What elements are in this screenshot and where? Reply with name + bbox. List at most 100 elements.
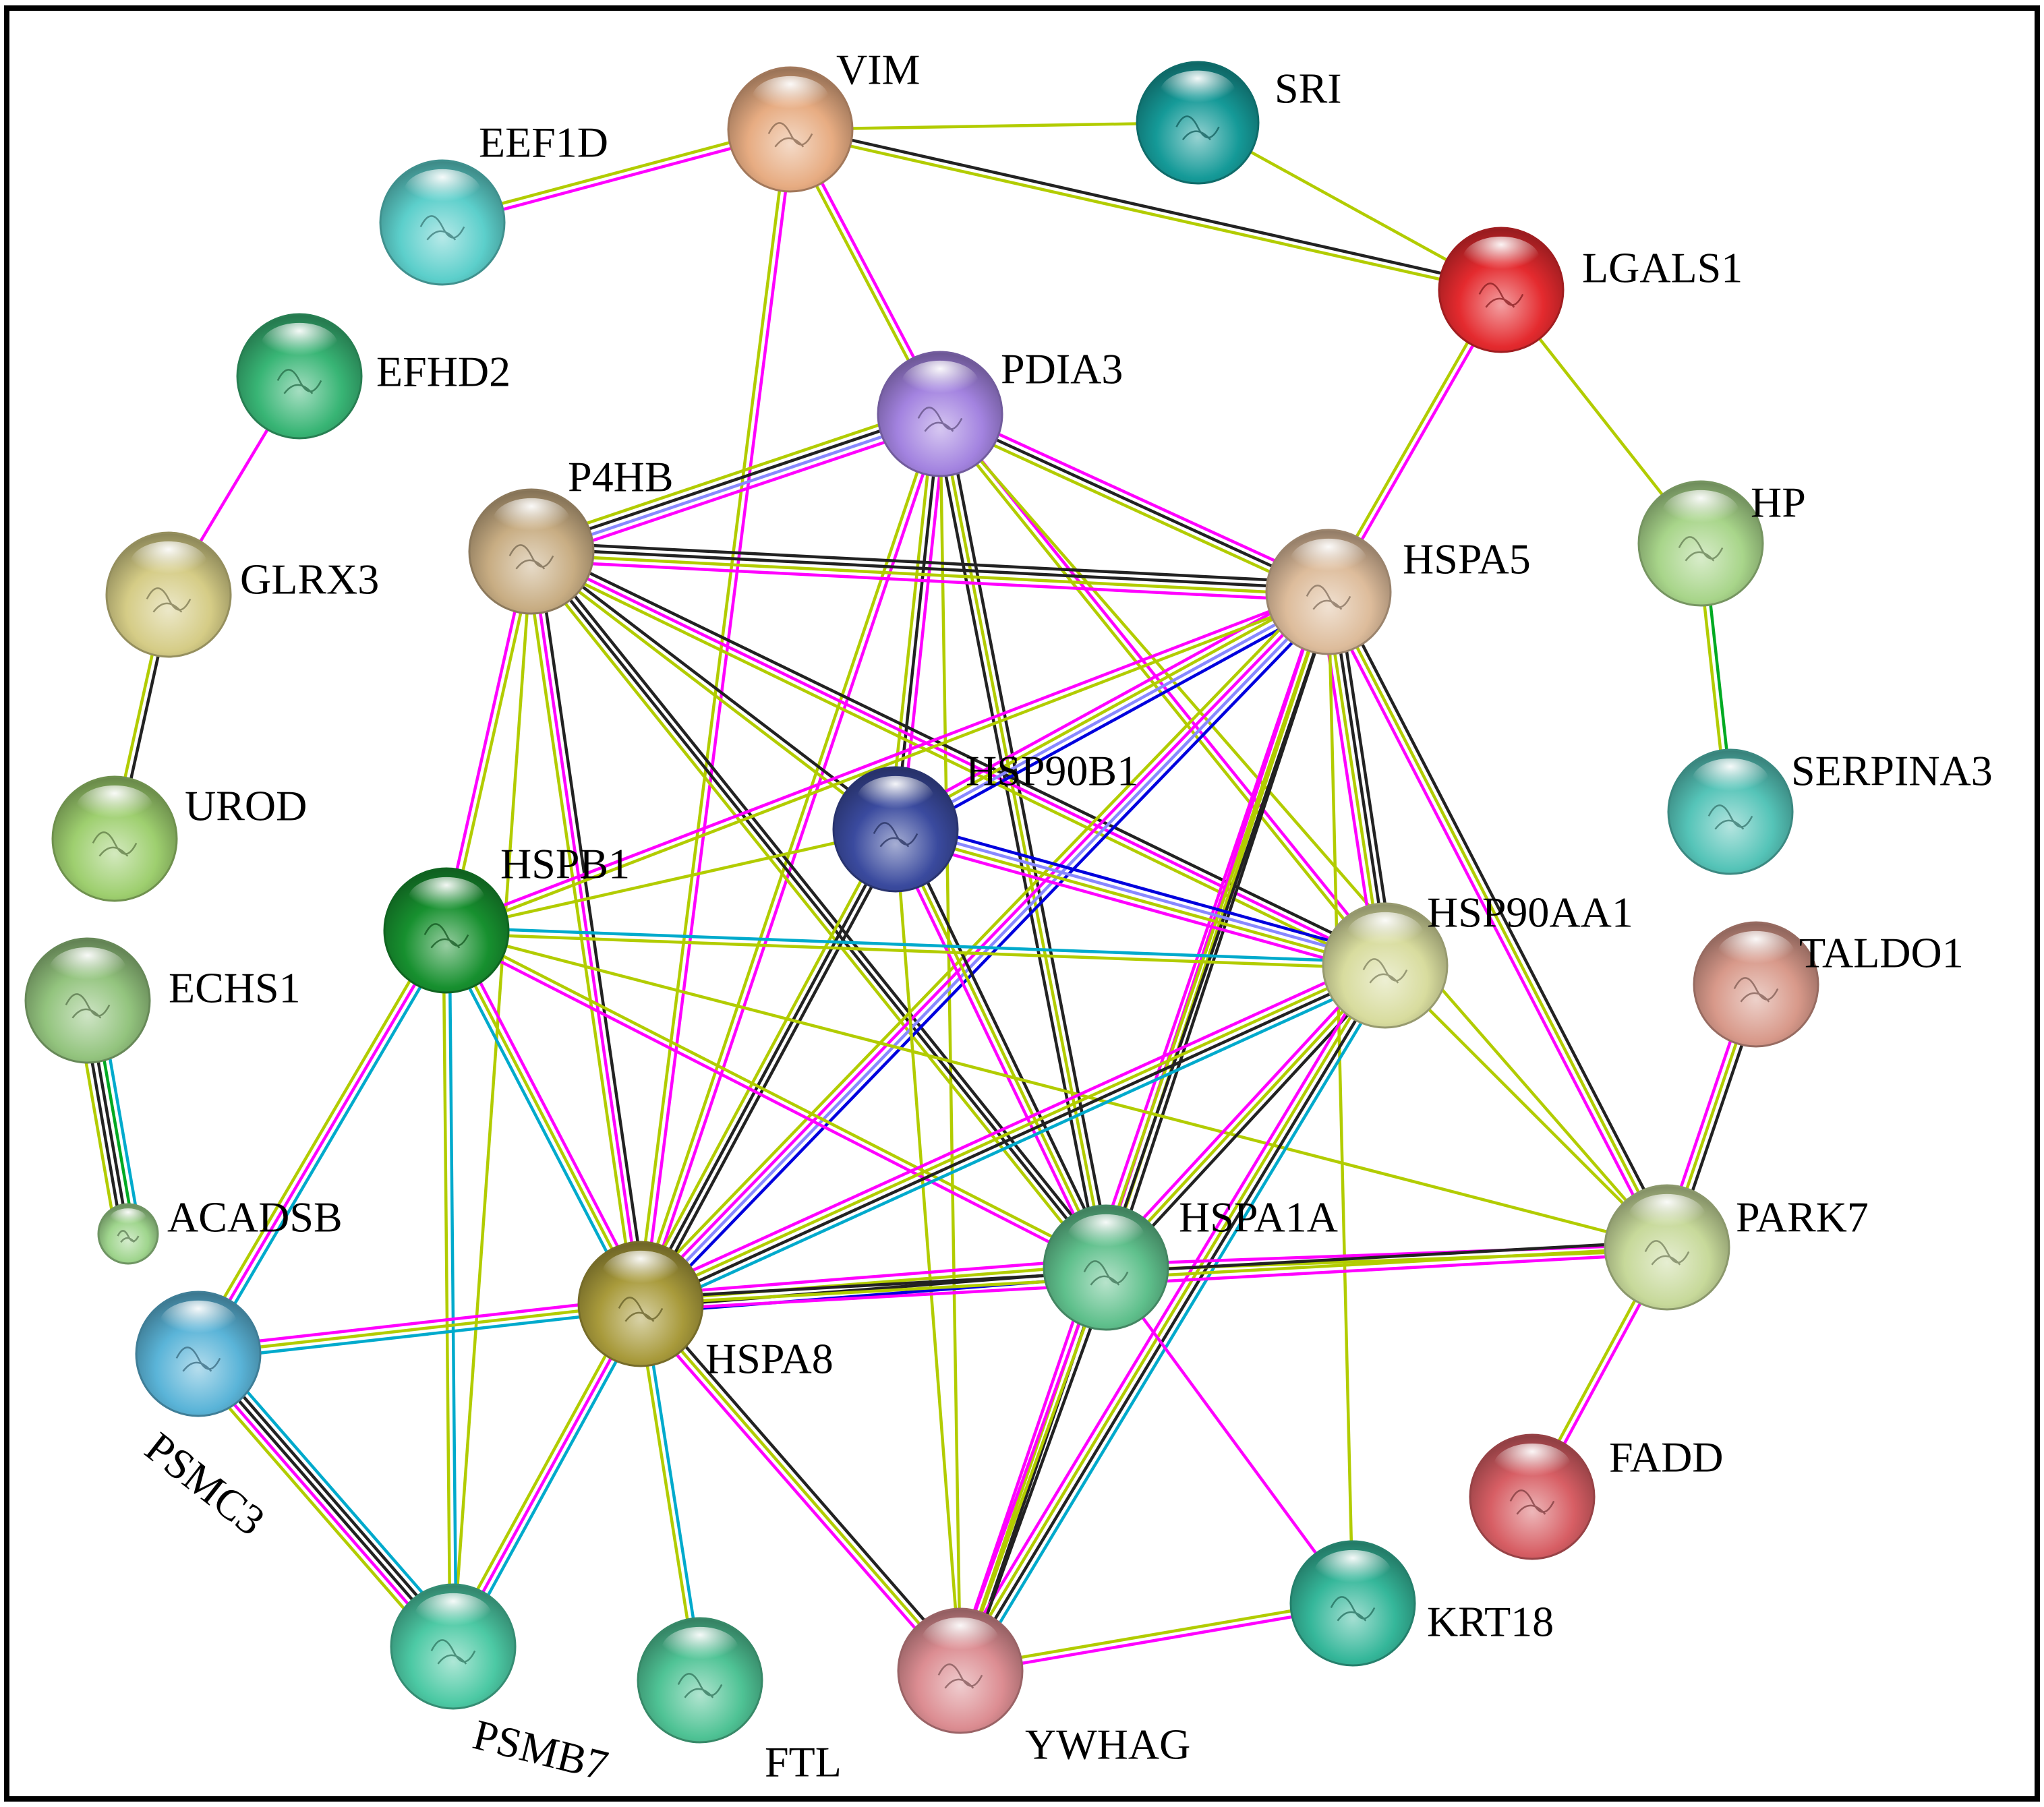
edge-line-textmining — [527, 404, 938, 545]
node-glrx3[interactable]: GLRX3 — [105, 531, 379, 658]
edge-line-experiments — [531, 550, 1386, 968]
edge-line-experiments — [888, 831, 1102, 1271]
edge-psmc3-psmb7 — [187, 1344, 464, 1656]
edge-line-textmining — [639, 1303, 962, 1672]
node-label-echs1: ECHS1 — [169, 964, 301, 1012]
edge-line-textmining — [192, 926, 443, 1352]
node-park7[interactable]: PARK7 — [1604, 1184, 1869, 1311]
node-hspb1[interactable]: HSPB1 — [383, 840, 630, 994]
edge-line-experiments — [533, 421, 944, 562]
edge-hspb1-park7 — [446, 928, 1668, 1249]
node-highlight — [1462, 236, 1540, 282]
edge-hspa8-psmc3 — [197, 1296, 642, 1362]
node-efhd2[interactable]: EFHD2 — [236, 313, 510, 440]
protein-structure-icon — [175, 1346, 221, 1372]
node-highlight — [1346, 912, 1424, 957]
edge-line-coexpression — [529, 409, 940, 550]
node-highlight — [76, 785, 154, 831]
node-p4hb[interactable]: P4HB — [468, 453, 674, 615]
node-fadd[interactable]: FADD — [1469, 1433, 1724, 1560]
edge-line-textmining — [938, 413, 962, 1671]
edge-line-experiments — [635, 1307, 957, 1676]
edge-line-coexpression — [964, 1269, 1113, 1673]
edge-vim-lgals1 — [789, 125, 1502, 295]
edge-line-binding — [899, 598, 1334, 839]
node-highlight — [1160, 70, 1235, 115]
node-hsp90aa1[interactable]: HSP90AA1 — [1322, 889, 1633, 1029]
node-taldo1[interactable]: TALDO1 — [1693, 921, 1964, 1048]
edge-line-coexpression — [932, 415, 1102, 1270]
edge-line-experiments — [960, 1605, 1354, 1676]
node-highlight — [1314, 1549, 1392, 1595]
edge-pdia3-park7 — [939, 413, 1668, 1249]
node-highlight — [602, 1250, 680, 1296]
edge-line-binding — [897, 819, 1389, 959]
node-label-hspb1: HSPB1 — [500, 840, 630, 888]
node-vim[interactable]: VIM — [727, 46, 920, 193]
node-ftl[interactable]: FTL — [637, 1617, 842, 1786]
node-hsp90b1[interactable]: HSP90B1 — [832, 747, 1138, 893]
edge-hspa5-park7 — [1322, 588, 1674, 1251]
edge-hspa5-hspb1 — [444, 587, 1331, 935]
node-acadsb[interactable]: ACADSB — [97, 1193, 343, 1265]
protein-structure-icon — [1478, 283, 1524, 308]
node-krt18[interactable]: KRT18 — [1289, 1540, 1554, 1667]
edge-line-textmining — [446, 932, 1385, 970]
edge-line-coexpression — [532, 547, 899, 829]
edge-line-coexpression — [197, 1353, 455, 1648]
node-label-fadd: FADD — [1609, 1433, 1724, 1481]
edge-hsp90aa1-ywhag — [951, 959, 1395, 1677]
protein-structure-icon — [1175, 115, 1220, 141]
protein-structure-icon — [1306, 585, 1351, 610]
edge-line-textmining — [448, 552, 536, 932]
node-highlight — [751, 76, 829, 121]
edge-line-experiments — [900, 414, 948, 831]
edge-line-textmining — [446, 593, 1331, 935]
node-highlight — [1662, 490, 1740, 535]
edge-line-experiments — [197, 1296, 641, 1350]
node-lgals1[interactable]: LGALS1 — [1438, 227, 1743, 353]
edge-line-coexpression — [790, 125, 1502, 289]
node-hspa1a[interactable]: HSPA1A — [1043, 1193, 1338, 1331]
edge-hspa8-ywhag — [635, 1299, 966, 1676]
node-hspa5[interactable]: HSPA5 — [1265, 529, 1531, 655]
edge-line-textmining — [446, 928, 1668, 1249]
node-label-glrx3: GLRX3 — [240, 556, 379, 603]
node-highlight — [921, 1617, 999, 1663]
node-highlight — [1717, 930, 1795, 976]
edge-hspa8-psmb7 — [446, 1300, 647, 1651]
edge-line-textmining — [956, 963, 1384, 1670]
edge-line-databases — [457, 1306, 647, 1651]
node-hspa8[interactable]: HSPA8 — [577, 1241, 834, 1383]
node-sri[interactable]: SRI — [1136, 61, 1342, 185]
edge-line-coexpression — [535, 550, 649, 1304]
edge-line-textmining — [1327, 591, 1668, 1249]
edge-line-textmining — [633, 585, 1323, 1299]
edge-line-coexpression — [202, 1349, 459, 1644]
protein-structure-icon — [1509, 1489, 1555, 1515]
edge-line-coexpression — [531, 541, 1329, 585]
node-serpina3[interactable]: SERPINA3 — [1667, 747, 1993, 875]
node-pdia3[interactable]: PDIA3 — [877, 345, 1123, 477]
node-echs1[interactable]: ECHS1 — [24, 937, 301, 1064]
protein-structure-icon — [419, 215, 465, 241]
edge-pdia3-hspa1a — [932, 412, 1114, 1270]
node-highlight — [1628, 1193, 1706, 1239]
edge-line-homology — [896, 825, 1386, 964]
edge-line-experiments — [529, 551, 643, 1305]
edge-line-coexpression — [939, 412, 1329, 594]
edge-line-experiments — [637, 589, 1328, 1303]
edge-vim-sri — [790, 121, 1198, 131]
edge-hspa8-ftl — [636, 1303, 705, 1682]
edge-hspb1-psmb7 — [442, 930, 458, 1647]
edge-line-textmining — [639, 961, 1385, 1303]
edge-line-experiments — [452, 1303, 642, 1648]
node-hp[interactable]: HP — [1637, 479, 1806, 607]
edge-line-experiments — [642, 129, 795, 1305]
edge-line-textmining — [531, 553, 1328, 597]
protein-structure-icon — [1083, 1260, 1129, 1286]
node-urod[interactable]: UROD — [51, 775, 307, 902]
node-ywhag[interactable]: YWHAG — [897, 1607, 1190, 1769]
node-eef1d[interactable]: EEF1D — [379, 119, 608, 286]
edge-line-coexpression — [644, 831, 902, 1308]
